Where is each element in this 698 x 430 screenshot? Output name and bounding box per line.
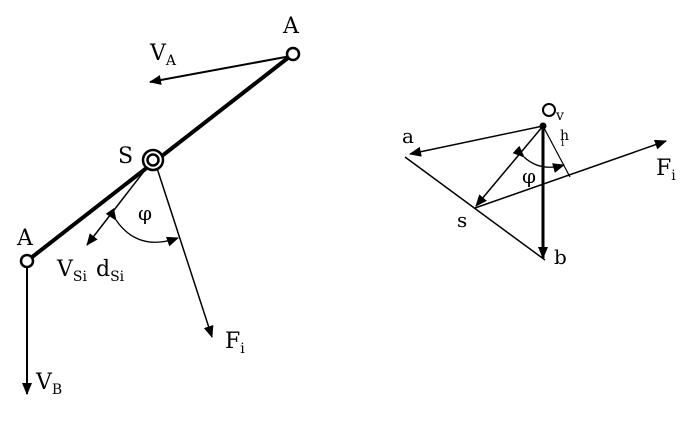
- phi-angle-arc-right: [512, 145, 565, 173]
- force-fi-arrow: [154, 161, 214, 338]
- line-a-b: [404, 156, 546, 261]
- left-diagram: A A S VA VB VSi dSi φ Fi: [16, 14, 301, 398]
- joint-a-bottom: [19, 253, 35, 269]
- vector-ov-s: [475, 125, 544, 207]
- label-f-i-left: Fi: [225, 329, 245, 357]
- velocity-a-arrow: [149, 55, 292, 85]
- right-diagram: v a b s hi φ Fi: [402, 103, 676, 269]
- label-point-a-top: A: [282, 14, 300, 39]
- joint-s-inner: [146, 153, 160, 167]
- joint-a-top: [285, 46, 301, 62]
- label-point-a-right: a: [402, 124, 414, 148]
- label-d-si: dSi: [96, 257, 125, 285]
- force-fi-line: [474, 139, 667, 209]
- pole-ov-dot: [539, 122, 547, 130]
- label-point-s: S: [118, 144, 133, 169]
- velocity-si-arrow: [86, 160, 153, 246]
- label-v-a: VA: [149, 41, 177, 69]
- label-v-b: VB: [35, 370, 62, 398]
- label-phi-right: φ: [522, 164, 536, 188]
- pole-ov-circle: [542, 103, 556, 117]
- label-point-s-right: s: [457, 208, 467, 232]
- label-point-a-bottom: A: [16, 226, 34, 251]
- label-h-i: hi: [560, 128, 569, 149]
- vector-ov-a: [409, 125, 544, 157]
- label-phi-left: φ: [138, 201, 152, 225]
- label-v-si: VSi: [56, 257, 87, 285]
- label-point-b-right: b: [554, 245, 567, 269]
- phi-angle-arc: [105, 208, 179, 247]
- label-f-i-right: Fi: [656, 156, 676, 184]
- label-pole-ov: v: [555, 108, 564, 124]
